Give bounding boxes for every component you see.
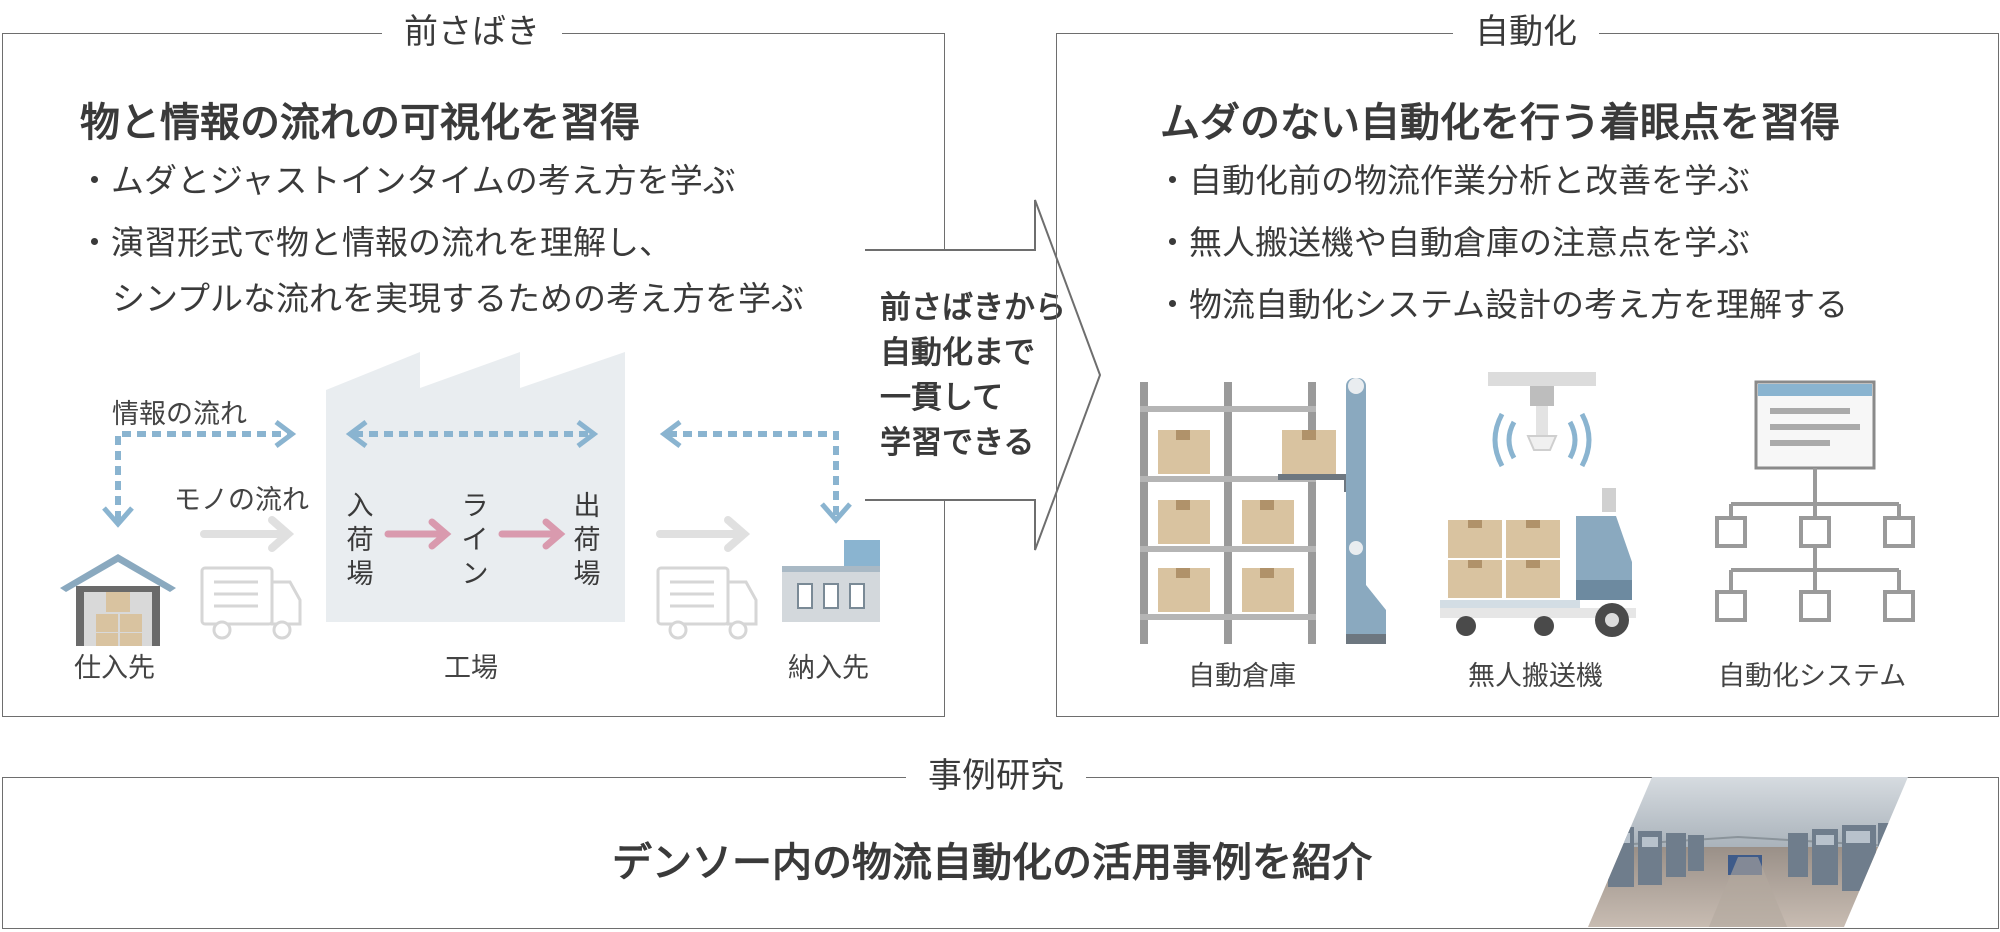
bullet-auto-2: ・無人搬送機や自動倉庫の注意点を学ぶ bbox=[1156, 223, 1750, 262]
goods-flow-arrows bbox=[200, 516, 751, 552]
case-study-text: デンソー内の物流自動化の活用事例を紹介 bbox=[612, 840, 1372, 886]
label-customer: 納入先 bbox=[788, 653, 869, 684]
bullet-pre-3: シンプルな流れを実現するための考え方を学ぶ bbox=[112, 279, 805, 318]
center-message: 前さばきから 自動化まで 一貫して 学習できる bbox=[880, 286, 1066, 466]
label-factory: 工場 bbox=[444, 653, 498, 684]
label-goods-flow: モノの流れ bbox=[174, 485, 309, 516]
center-line-4: 学習できる bbox=[880, 425, 1035, 461]
center-line-2: 自動化まで bbox=[880, 335, 1035, 371]
automation-illustration bbox=[1140, 372, 1915, 644]
bullet-auto-1: ・自動化前の物流作業分析と改善を学ぶ bbox=[1156, 161, 1750, 200]
legend-pre-sorting: 前さばき bbox=[382, 12, 562, 52]
label-warehouse: 自動倉庫 bbox=[1188, 661, 1296, 692]
heading-automation: ムダのない自動化を行う着眼点を習得 bbox=[1160, 100, 1840, 146]
label-automation-system: 自動化システム bbox=[1718, 661, 1907, 692]
truck-icon-1 bbox=[200, 566, 302, 640]
bullet-pre-1: ・ムダとジャストインタイムの考え方を学ぶ bbox=[78, 161, 736, 200]
bullet-auto-3: ・物流自動化システム設計の考え方を理解する bbox=[1156, 285, 1849, 324]
label-shipping: 出荷場 bbox=[573, 491, 601, 590]
label-info-flow: 情報の流れ bbox=[112, 399, 247, 430]
label-agv: 無人搬送機 bbox=[1468, 661, 1603, 692]
legend-automation: 自動化 bbox=[1453, 12, 1599, 52]
legend-case-study: 事例研究 bbox=[906, 756, 1086, 796]
customer-icon bbox=[782, 540, 880, 622]
process-arrows bbox=[384, 518, 566, 550]
warehouse-icon bbox=[1140, 378, 1386, 644]
agv-icon bbox=[1440, 372, 1636, 637]
truck-icon-2 bbox=[656, 566, 758, 640]
center-line-1: 前さばきから bbox=[880, 290, 1066, 326]
supplier-icon bbox=[60, 554, 176, 646]
center-arrow bbox=[865, 199, 1102, 551]
bullet-pre-2: ・演習形式で物と情報の流れを理解し、 bbox=[78, 223, 672, 262]
label-supplier: 仕入先 bbox=[74, 653, 155, 684]
center-line-3: 一貫して bbox=[880, 380, 1004, 416]
factory-building bbox=[326, 352, 625, 622]
factory-photo bbox=[1588, 777, 1908, 927]
info-flow-arrows bbox=[115, 431, 839, 520]
heading-pre-sorting: 物と情報の流れの可視化を習得 bbox=[80, 100, 640, 146]
label-line: ライン bbox=[461, 491, 489, 590]
label-receiving: 入荷場 bbox=[346, 491, 374, 590]
automation-system-icon bbox=[1715, 380, 1915, 622]
pre-sorting-illustration bbox=[60, 352, 880, 646]
